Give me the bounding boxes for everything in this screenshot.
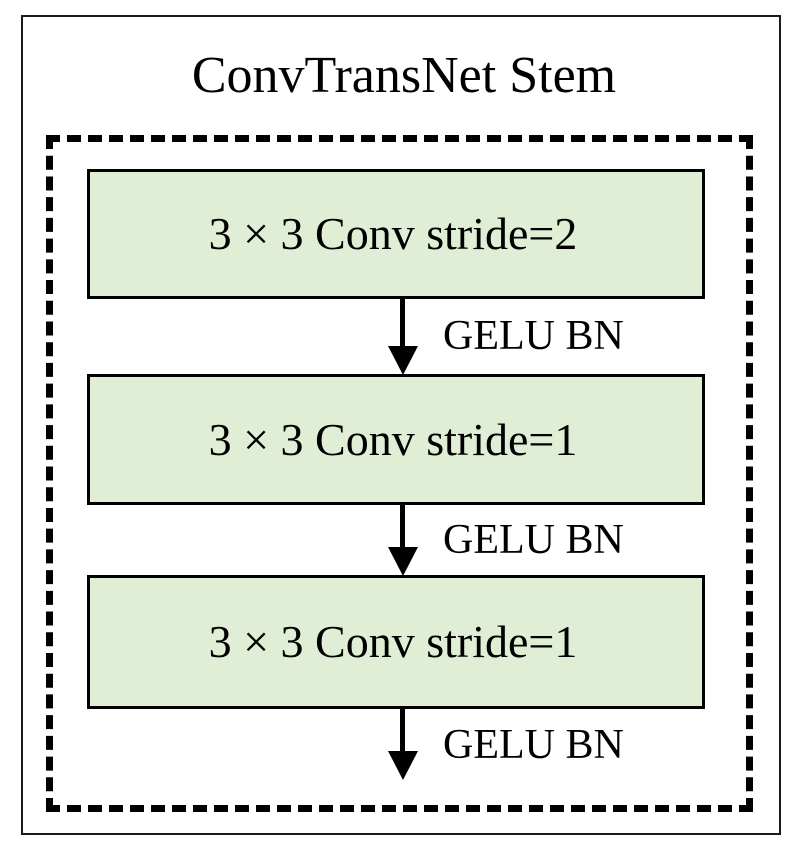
down-arrow-icon-3 [388, 708, 418, 781]
page-title: ConvTransNet Stem [191, 47, 617, 104]
conv-block-2: 3 × 3 Conv stride=1 [87, 374, 705, 505]
arrow-shaft [400, 298, 405, 348]
conv-block-1: 3 × 3 Conv stride=2 [87, 169, 705, 299]
edge-label-gelu-bn-2: GELU BN [443, 517, 624, 563]
edge-label-gelu-bn-1: GELU BN [443, 313, 624, 359]
arrow-shaft [400, 504, 405, 549]
down-arrow-icon-2 [388, 504, 418, 576]
conv-block-3: 3 × 3 Conv stride=1 [87, 575, 705, 709]
arrow-shaft [400, 708, 405, 753]
edge-label-gelu-bn-3: GELU BN [443, 722, 624, 768]
arrow-head [388, 751, 418, 780]
arrow-head [388, 346, 418, 375]
stem-group-box [46, 135, 753, 812]
arrow-head [388, 547, 418, 576]
down-arrow-icon-1 [388, 298, 418, 375]
conv-block-1-label: 3 × 3 Conv stride=2 [208, 208, 578, 259]
conv-block-3-label: 3 × 3 Conv stride=1 [208, 616, 578, 667]
conv-block-2-label: 3 × 3 Conv stride=1 [208, 413, 578, 465]
